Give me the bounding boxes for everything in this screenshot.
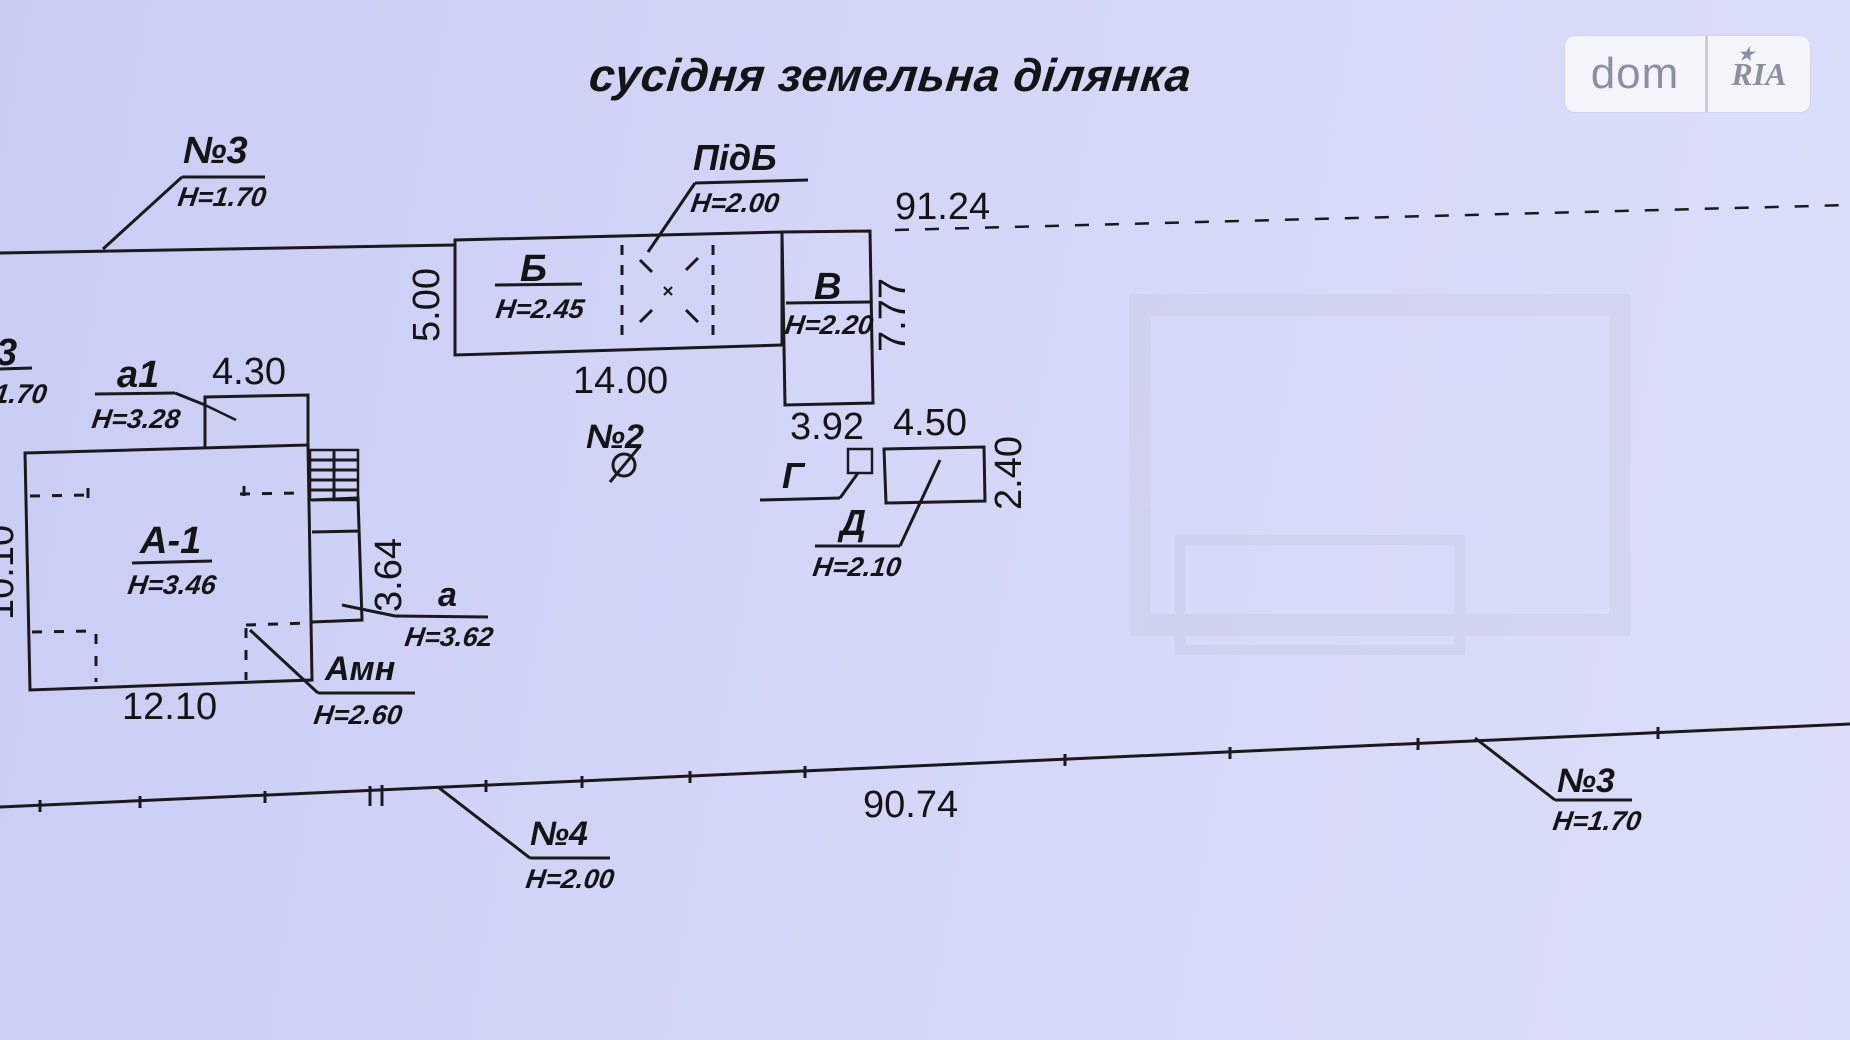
building-b-side: 5.00 <box>406 268 448 342</box>
boundary-ticks <box>38 727 1660 812</box>
logo-divider <box>1705 36 1708 112</box>
neighbor-plot-title: сусідня земельна ділянка <box>586 49 1195 101</box>
building-a-height: H=3.46 <box>126 570 219 600</box>
top-boundary-length: 91.24 <box>895 186 991 228</box>
domria-logo[interactable]: dom ★ RIA <box>1565 36 1810 112</box>
porch-a-name: а <box>438 576 457 614</box>
logo-ria-text: ★ RIA <box>1731 44 1787 92</box>
building-b-length: 14.00 <box>573 360 669 402</box>
a-underline <box>131 559 213 565</box>
building-a1-main-outline <box>23 443 314 692</box>
fence-n4-height: H=2.00 <box>524 864 617 894</box>
building-b-outline <box>453 230 784 357</box>
pidb-leader <box>646 182 697 253</box>
building-d-name: Д <box>840 502 866 543</box>
pidb-underline <box>694 178 809 185</box>
fence-n4-label: №4 <box>530 815 588 853</box>
n3-top-leader <box>101 175 184 251</box>
g-leader <box>759 496 841 502</box>
fence-n3-top-height: H=1.70 <box>176 182 269 212</box>
building-g-name: Г <box>782 455 805 496</box>
n3-left-underline <box>0 366 33 371</box>
annex-a1-name: а1 <box>117 354 160 396</box>
building-g-outline <box>846 447 874 475</box>
n3-right-leader <box>1474 736 1556 802</box>
amn-height: H=2.60 <box>312 700 405 730</box>
building-d-length: 4.50 <box>893 402 967 444</box>
building-v-height: H=2.20 <box>783 310 876 340</box>
pidb-label: ПідБ <box>693 137 777 178</box>
porch-a-side: 3.64 <box>368 538 410 612</box>
fence-n3-left-height: 1.70 <box>0 379 49 409</box>
building-b-name: Б <box>520 248 547 290</box>
fence-n3-top-label: №3 <box>183 130 248 172</box>
building-v-side: 7.77 <box>872 278 914 352</box>
building-v-outline <box>780 229 875 407</box>
porch-leader <box>341 603 396 618</box>
v-underline <box>785 300 871 305</box>
building-a-side: 10.10 <box>0 524 22 620</box>
n4-leader <box>437 785 531 860</box>
bottom-boundary-length: 90.74 <box>863 784 959 826</box>
building-b-dashed-section <box>620 245 715 345</box>
a1-leader <box>94 391 176 396</box>
fence-n3-left-label: 3 <box>0 334 17 372</box>
fence-n3-right-label: №3 <box>1557 762 1615 800</box>
building-v-name: В <box>814 266 842 308</box>
bleed-through-shapes <box>1129 294 1631 655</box>
pidb-height: H=2.00 <box>689 188 782 218</box>
top-boundary-line <box>0 243 456 255</box>
well-symbol <box>611 452 637 478</box>
annex-a1-width: 4.30 <box>212 351 286 393</box>
porch-a-outline <box>311 496 364 624</box>
d-leader <box>898 459 942 547</box>
star-icon: ★ <box>1738 44 1755 64</box>
fence-n3-right-height: H=1.70 <box>1551 806 1644 836</box>
bottom-boundary-line <box>0 722 1850 809</box>
b-underline <box>494 282 583 287</box>
amn-leader <box>248 628 320 695</box>
building-a-length: 12.10 <box>122 686 218 728</box>
building-b-height: H=2.45 <box>494 294 587 324</box>
building-d-height: H=2.10 <box>811 552 904 582</box>
annex-a1-height: H=3.28 <box>90 404 183 434</box>
amn-name: Амн <box>325 650 396 688</box>
building-a1-dash-marks <box>29 486 309 682</box>
building-d-side: 2.40 <box>988 436 1030 510</box>
building-d-outline <box>882 445 987 505</box>
building-v-width: 3.92 <box>790 406 864 448</box>
building-a1-annex-outline <box>203 393 310 447</box>
logo-dom-text: dom <box>1590 49 1680 98</box>
top-dashed-line <box>894 203 1850 232</box>
building-a-name: А-1 <box>140 520 202 562</box>
well-n2-label: №2 <box>586 418 644 456</box>
porch-a-height: H=3.62 <box>403 622 496 652</box>
